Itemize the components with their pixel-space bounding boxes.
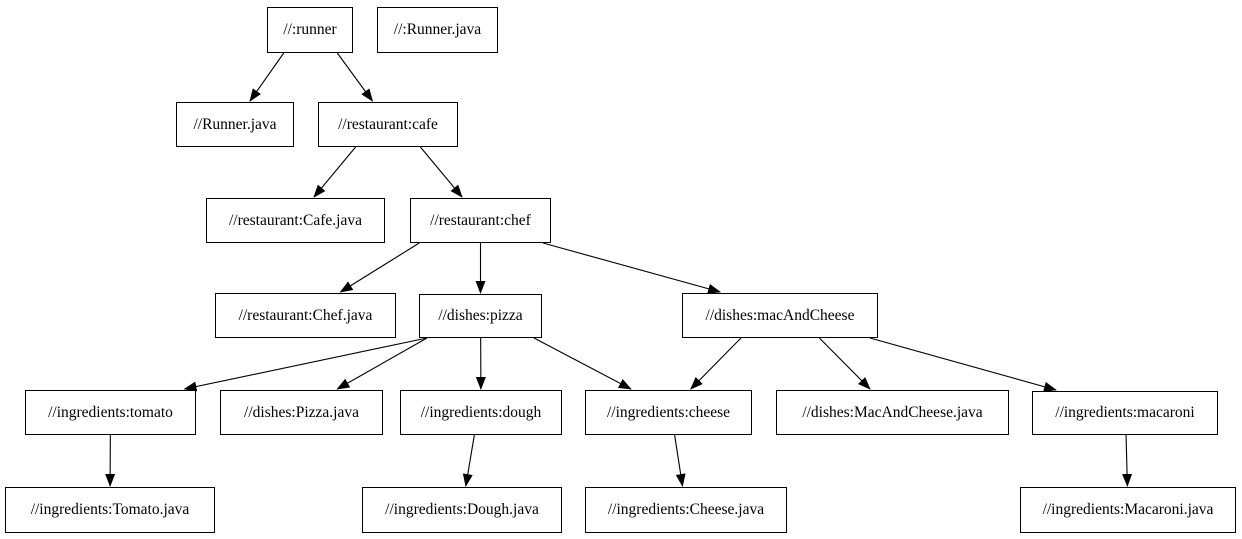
graph-node-cheese-java: //ingredients:Cheese.java: [585, 487, 787, 533]
graph-edge-pizza-tomato: [183, 337, 428, 392]
graph-node-cafe: //restaurant:cafe: [318, 102, 458, 147]
graph-node-tomato-java: //ingredients:Tomato.java: [5, 487, 215, 533]
graph-edge-runner-runner-java: [249, 52, 285, 102]
graph-node-pizza-java: //dishes:Pizza.java: [220, 390, 383, 435]
graph-edge-runner-cafe: [336, 52, 373, 102]
graph-node-dough-java: //ingredients:Dough.java: [362, 487, 562, 533]
graph-node-mac-and-cheese: //dishes:macAndCheese: [682, 293, 878, 338]
graph-node-tomato: //ingredients:tomato: [25, 390, 196, 435]
graph-edge-macaroni-macaroni-java: [1122, 434, 1133, 487]
graph-edge-chef-mac-and-cheese: [542, 242, 722, 294]
graph-edge-pizza-cheese: [533, 337, 632, 390]
graph-edge-cheese-cheese-java: [674, 434, 686, 487]
graph-node-macaroni: //ingredients:macaroni: [1032, 391, 1218, 435]
graph-edge-cafe-cafe-java: [313, 146, 357, 198]
graph-edge-mac-and-cheese-cheese: [690, 337, 742, 390]
graph-edge-mac-and-cheese-mac-and-cheese-java: [818, 337, 871, 390]
graph-node-runner-java: //Runner.java: [176, 102, 294, 147]
graph-node-runner-java-file: //:Runner.java: [377, 7, 498, 53]
graph-node-dough: //ingredients:dough: [400, 390, 562, 435]
graph-edge-mac-and-cheese-macaroni: [869, 337, 1057, 392]
graph-node-cafe-java: //restaurant:Cafe.java: [206, 198, 385, 243]
graph-edge-chef-chef-java: [339, 242, 420, 293]
graph-node-pizza: //dishes:pizza: [419, 294, 542, 338]
graph-edge-cafe-chef: [419, 146, 463, 198]
graph-node-macaroni-java: //ingredients:Macaroni.java: [1020, 487, 1236, 533]
graph-node-chef: //restaurant:chef: [410, 198, 551, 243]
graph-edge-pizza-pizza-java: [336, 337, 428, 390]
graph-node-cheese: //ingredients:cheese: [585, 390, 752, 435]
graph-node-runner: //:runner: [267, 7, 353, 53]
graph-node-mac-and-cheese-java: //dishes:MacAndCheese.java: [776, 390, 1009, 435]
graph-node-chef-java: //restaurant:Chef.java: [215, 293, 396, 338]
graph-edge-dough-dough-java: [462, 434, 475, 487]
